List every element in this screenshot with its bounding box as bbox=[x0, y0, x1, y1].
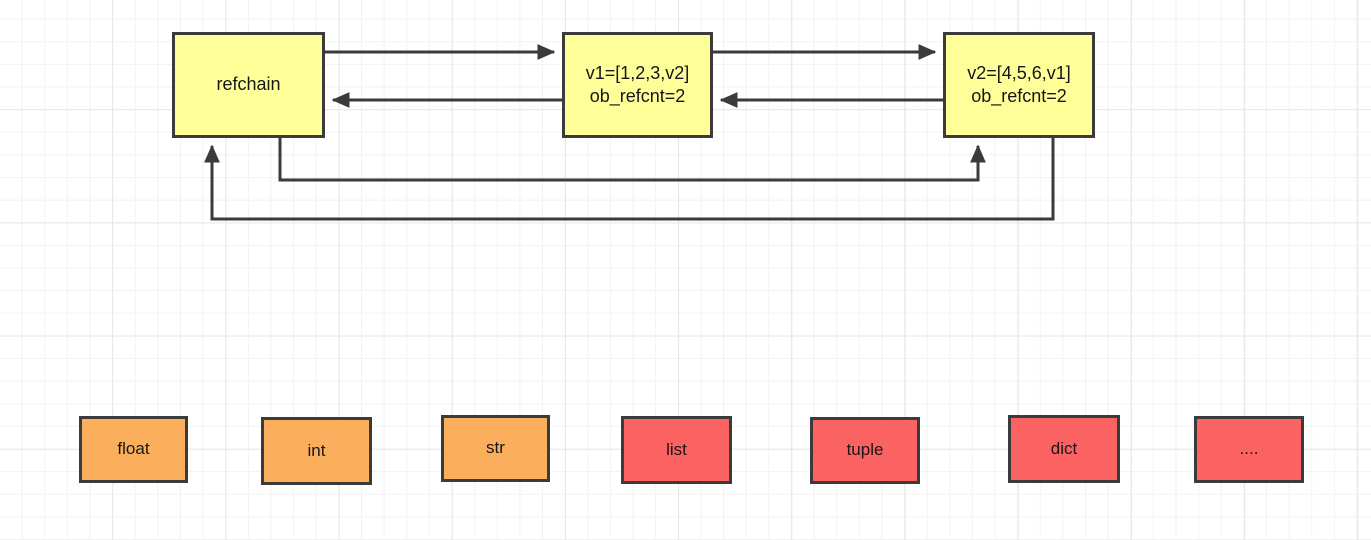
node-type-float-label: float bbox=[117, 439, 150, 459]
node-v2-line2: ob_refcnt=2 bbox=[971, 86, 1067, 106]
node-v1-line1: v1=[1,2,3,v2] bbox=[585, 62, 690, 83]
node-refchain[interactable]: refchain bbox=[172, 32, 325, 138]
node-type-ellipsis[interactable]: .... bbox=[1194, 416, 1304, 483]
node-type-ellipsis-label: .... bbox=[1239, 439, 1259, 459]
node-v1-line2: ob_refcnt=2 bbox=[589, 86, 686, 106]
node-type-float[interactable]: float bbox=[79, 416, 188, 483]
node-type-int-label: int bbox=[307, 440, 326, 460]
node-v2-line1: v2=[4,5,6,v1] bbox=[967, 62, 1071, 83]
node-v2[interactable]: v2=[4,5,6,v1] ob_refcnt=2 bbox=[943, 32, 1095, 138]
node-type-str[interactable]: str bbox=[441, 415, 550, 482]
node-refchain-label: refchain bbox=[216, 74, 281, 95]
node-type-list[interactable]: list bbox=[621, 416, 732, 484]
node-type-tuple[interactable]: tuple bbox=[810, 417, 920, 484]
edge-v2-to-refchain-bottom bbox=[204, 138, 1055, 221]
node-type-list-label: list bbox=[666, 439, 687, 459]
node-v1[interactable]: v1=[1,2,3,v2] ob_refcnt=2 bbox=[562, 32, 713, 138]
node-type-int[interactable]: int bbox=[261, 417, 372, 485]
node-type-dict-label: dict bbox=[1050, 438, 1078, 458]
node-type-tuple-label: tuple bbox=[846, 440, 884, 460]
node-type-str-label: str bbox=[486, 438, 505, 458]
node-type-dict[interactable]: dict bbox=[1008, 415, 1120, 483]
edge-refchain-to-v2-bottom bbox=[278, 138, 986, 182]
